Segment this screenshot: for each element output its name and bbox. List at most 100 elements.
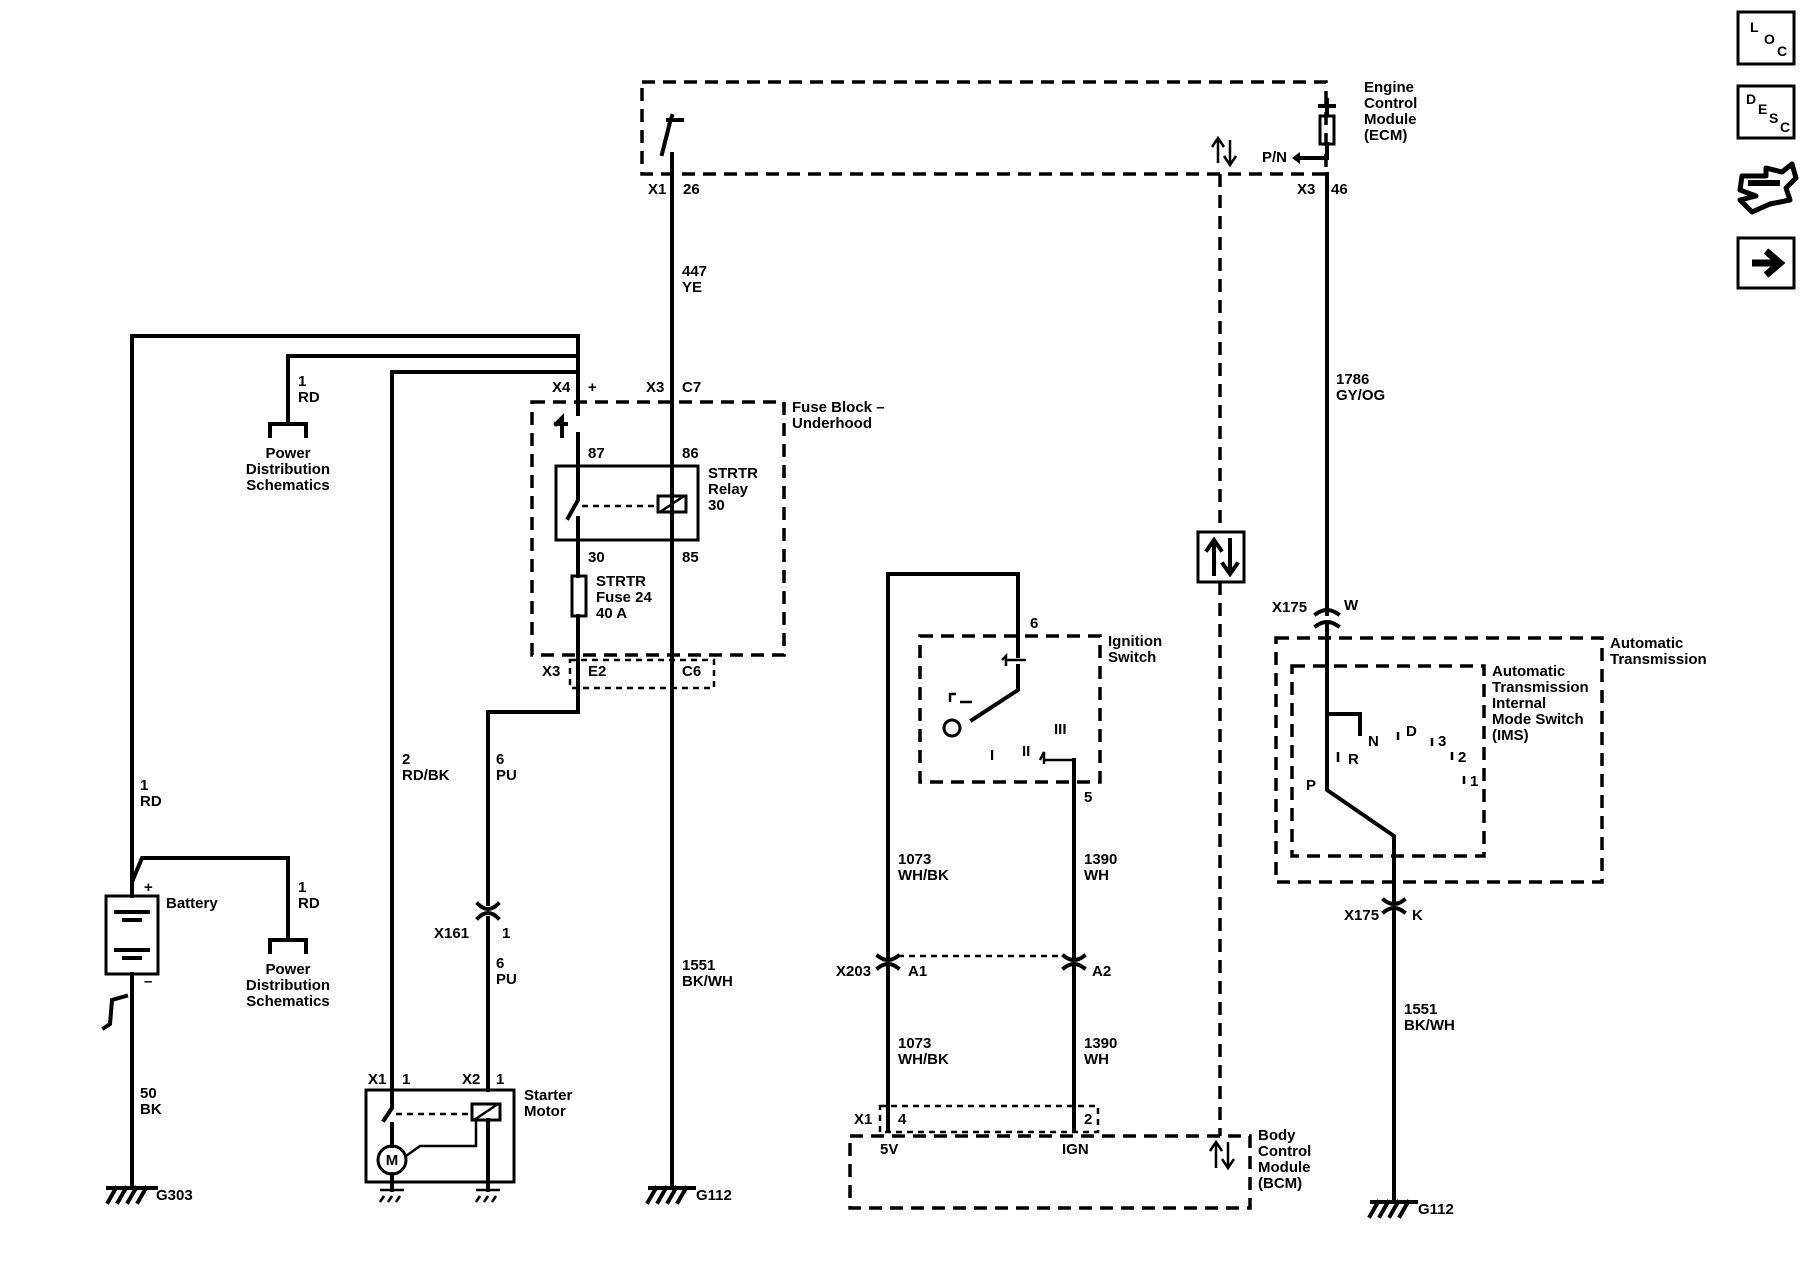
svg-text:C7: C7 <box>682 379 701 396</box>
svg-text:C6: C6 <box>682 663 701 680</box>
svg-text:III: III <box>1054 721 1067 738</box>
svg-text:30: 30 <box>588 549 605 566</box>
svg-text:6: 6 <box>1030 615 1038 632</box>
svg-text:1: 1 <box>502 925 510 942</box>
battery-label: Battery <box>166 895 218 912</box>
svg-text:E2: E2 <box>588 663 606 680</box>
svg-text:85: 85 <box>682 549 699 566</box>
svg-text:5: 5 <box>1084 789 1092 806</box>
svg-text:2: 2 <box>1084 1111 1092 1128</box>
next-arrow-icon[interactable] <box>1736 236 1796 290</box>
loc-letter-l: L <box>1750 19 1759 35</box>
bcm-data-comm-icon <box>1208 1139 1236 1171</box>
fuse-block-label: Fuse Block –Underhood <box>792 399 885 432</box>
svg-text:W: W <box>1344 597 1359 614</box>
ground-g303: G303 <box>105 1185 193 1205</box>
loc-button[interactable]: L O C <box>1736 10 1796 66</box>
ground-g112-right: G112 <box>1367 1199 1454 1219</box>
svg-text:A1: A1 <box>908 963 927 980</box>
svg-text:X175: X175 <box>1344 907 1379 924</box>
svg-text:I: I <box>990 747 994 764</box>
fuse-block-underhood: Fuse Block –Underhood X4 + X3 C7 87 86 S… <box>530 379 885 690</box>
svg-text:A2: A2 <box>1092 963 1111 980</box>
svg-text:2RD/BK: 2RD/BK <box>402 751 450 784</box>
svg-text:2: 2 <box>1458 749 1466 766</box>
ecm-x3-label: X3 <box>1297 181 1315 198</box>
svg-text:1RD: 1RD <box>298 879 320 912</box>
svg-text:G303: G303 <box>156 1187 193 1204</box>
svg-text:X1: X1 <box>368 1071 386 1088</box>
svg-text:1: 1 <box>402 1071 410 1088</box>
svg-text:X4: X4 <box>552 379 571 396</box>
svg-text:86: 86 <box>682 445 699 462</box>
svg-text:6PU: 6PU <box>496 751 517 784</box>
serial-data-link <box>1196 174 1246 1136</box>
svg-text:1: 1 <box>1470 773 1478 790</box>
svg-text:X175: X175 <box>1272 599 1307 616</box>
svg-text:4: 4 <box>898 1111 907 1128</box>
svg-text:II: II <box>1022 743 1030 760</box>
motor-symbol: M <box>386 1152 399 1169</box>
ecm-x1-label: X1 <box>648 181 666 198</box>
desc-letter-d: D <box>1746 91 1756 107</box>
ecm-data-comm-icon <box>1210 135 1238 168</box>
desc-letter-s: S <box>1769 110 1778 126</box>
ground-g112-left: G112 <box>645 1185 732 1205</box>
ecm-pn-label: P/N <box>1262 149 1287 166</box>
ecm-pin46: 46 <box>1331 181 1348 198</box>
svg-text:G112: G112 <box>1418 1201 1454 1218</box>
svg-text:–: – <box>144 973 152 990</box>
connector-end-view-icon[interactable] <box>1737 161 1799 215</box>
desc-letter-c: C <box>1780 119 1790 135</box>
ecm-pin26: 26 <box>683 181 700 198</box>
desc-letter-e: E <box>1758 101 1767 117</box>
ecm-module: Engine Control Module (ECM) X1 26 P/N X3… <box>640 79 1417 198</box>
svg-text:G112: G112 <box>696 1187 732 1204</box>
svg-text:5V: 5V <box>880 1141 898 1158</box>
svg-text:1RD: 1RD <box>298 373 320 406</box>
svg-text:X2: X2 <box>462 1071 480 1088</box>
svg-text:+: + <box>144 879 153 896</box>
svg-text:X1: X1 <box>854 1111 872 1128</box>
svg-text:+: + <box>588 379 597 396</box>
svg-text:P: P <box>1306 777 1316 794</box>
loc-letter-o: O <box>1764 31 1775 47</box>
svg-text:3: 3 <box>1438 733 1446 750</box>
svg-text:6PU: 6PU <box>496 955 517 988</box>
svg-text:D: D <box>1406 723 1417 740</box>
desc-button[interactable]: D E S C <box>1736 84 1796 140</box>
svg-text:X203: X203 <box>836 963 871 980</box>
